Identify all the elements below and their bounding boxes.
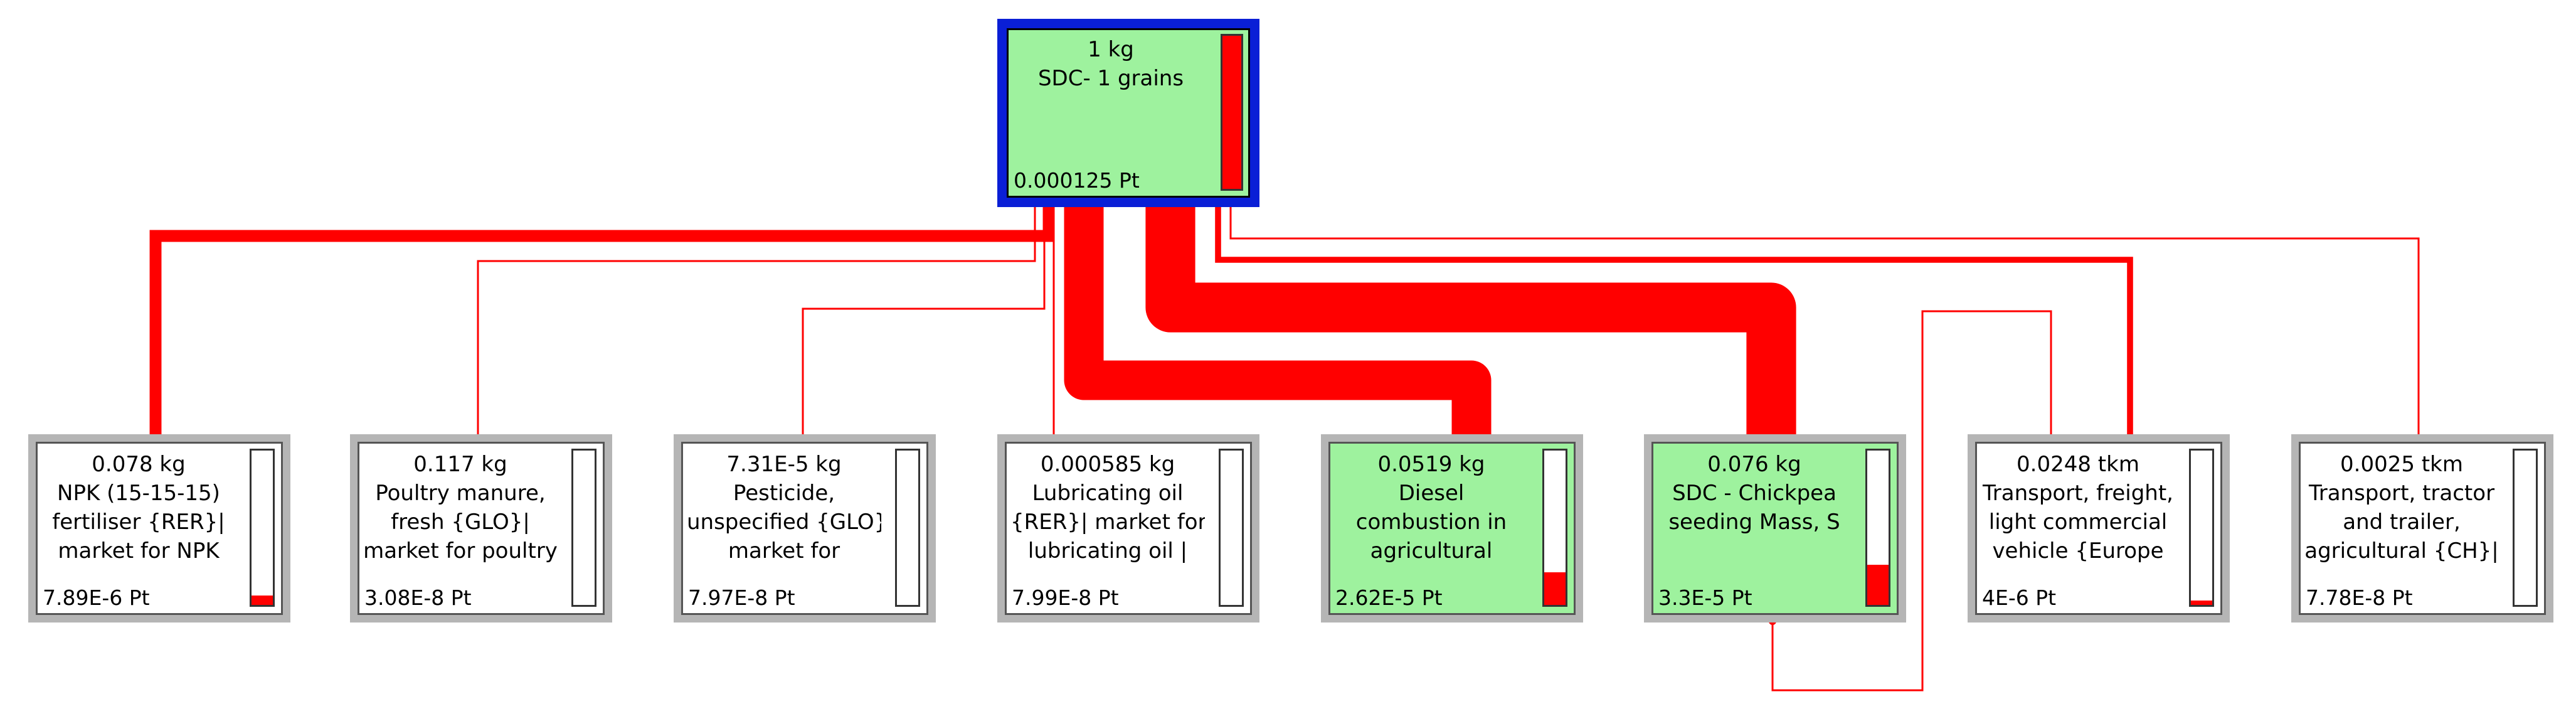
node-name-line-3: lubricating oil | (1027, 538, 1188, 564)
link-poultry-to-root (477, 198, 1036, 434)
link-pesticide-to-root (802, 198, 1046, 434)
node-score: 3.3E-5 Pt (1658, 585, 1752, 610)
node-name-line-2: unspecified {GLO}| (687, 510, 881, 535)
node-name-line-1: Transport, tractor (2308, 481, 2495, 506)
node-score-bar (2513, 449, 2538, 607)
process-node-npk[interactable]: 0.078 kg NPK (15-15-15) fertiliser {RER}… (28, 434, 290, 622)
node-amount: 0.117 kg (413, 452, 507, 477)
node-score-bar-fill (1867, 565, 1889, 605)
link-transport_tractor-to-root (1229, 198, 2420, 434)
root-process-node[interactable]: 1 kg SDC- 1 grains 0.000125 Pt (997, 19, 1259, 207)
process-node-chickpea-seeding[interactable]: 0.076 kg SDC - Chickpea seeding Mass, S … (1644, 434, 1906, 622)
node-score-bar (250, 449, 275, 607)
root-name-line-1: SDC- 1 grains (1037, 66, 1184, 91)
root-score-bar (1221, 34, 1243, 191)
root-node-body: 1 kg SDC- 1 grains 0.000125 Pt (1007, 28, 1250, 198)
node-amount: 0.0248 tkm (2017, 452, 2139, 477)
process-node-transport-light-commercial[interactable]: 0.0248 tkm Transport, freight, light com… (1968, 434, 2230, 622)
node-name-line-1: Diesel (1398, 481, 1465, 506)
link-transport_lcv-to-root (1215, 198, 2133, 434)
node-name-line-3: market for (728, 538, 840, 564)
node-amount: 0.0519 kg (1377, 452, 1485, 477)
node-name-line-2: fertiliser {RER}| (52, 510, 225, 535)
node-name-line-2: combustion in (1355, 510, 1507, 535)
node-score: 7.89E-6 Pt (43, 585, 150, 610)
process-node-transport-tractor[interactable]: 0.0025 tkm Transport, tractor and traile… (2291, 434, 2553, 622)
process-node-pesticide[interactable]: 7.31E-5 kg Pesticide, unspecified {GLO}|… (674, 434, 936, 622)
node-name-line-2: {RER}| market for (1010, 510, 1205, 535)
node-name-line-3: agricultural (1370, 538, 1493, 564)
node-name-line-3: market for poultry (363, 538, 558, 564)
link-chickpea-to-root (1145, 198, 1796, 434)
node-score-bar (2189, 449, 2214, 607)
node-score: 7.99E-8 Pt (1012, 585, 1119, 610)
node-score: 3.08E-8 Pt (364, 585, 472, 610)
node-body: 0.000585 kg Lubricating oil {RER}| marke… (1005, 442, 1252, 615)
node-amount: 0.076 kg (1707, 452, 1801, 477)
node-body: 0.078 kg NPK (15-15-15) fertiliser {RER}… (36, 442, 283, 615)
node-score: 7.78E-8 Pt (2306, 585, 2413, 610)
node-name-line-1: Lubricating oil (1032, 481, 1184, 506)
node-amount: 0.000585 kg (1040, 452, 1175, 477)
node-amount: 0.078 kg (92, 452, 186, 477)
node-name-line-2: light commercial (1988, 510, 2168, 535)
node-name-line-1: Poultry manure, (375, 481, 546, 506)
node-score: 4E-6 Pt (1982, 585, 2057, 610)
node-name-line-1: NPK (15-15-15) (57, 481, 220, 506)
process-node-lubricating-oil[interactable]: 0.000585 kg Lubricating oil {RER}| marke… (997, 434, 1259, 622)
node-body: 0.076 kg SDC - Chickpea seeding Mass, S … (1651, 442, 1899, 615)
node-score-bar-fill (252, 596, 273, 605)
node-name-line-2: fresh {GLO}| (391, 510, 530, 535)
node-name-line-1: Pesticide, (733, 481, 835, 506)
root-score-bar-fill (1222, 36, 1241, 189)
node-name-line-2: seeding Mass, S (1668, 510, 1840, 535)
node-score-bar (895, 449, 920, 607)
link-transport_lcv-to-chickpea (1771, 310, 2052, 692)
node-amount: 0.0025 tkm (2340, 452, 2463, 477)
node-score-bar-fill (1544, 572, 1566, 605)
node-name-line-3: market for NPK (58, 538, 220, 564)
node-score-bar (1219, 449, 1244, 607)
root-score: 0.000125 Pt (1014, 168, 1140, 193)
node-name-line-3: vehicle {Europe (1992, 538, 2164, 564)
node-score: 2.62E-5 Pt (1335, 585, 1443, 610)
node-body: 0.0248 tkm Transport, freight, light com… (1975, 442, 2222, 615)
root-amount: 1 kg (1088, 37, 1134, 62)
link-npk-to-root (149, 198, 1055, 434)
node-score-bar (571, 449, 596, 607)
process-node-diesel-combustion[interactable]: 0.0519 kg Diesel combustion in agricultu… (1321, 434, 1583, 622)
link-diesel-to-root (1064, 198, 1492, 434)
node-score-bar (1542, 449, 1567, 607)
node-body: 0.117 kg Poultry manure, fresh {GLO}| ma… (358, 442, 605, 615)
node-name-line-1: Transport, freight, (1983, 481, 2173, 506)
node-body: 0.0519 kg Diesel combustion in agricultu… (1328, 442, 1576, 615)
node-score-bar-fill (2191, 600, 2212, 605)
node-name-line-3: agricultural {CH}| (2304, 538, 2499, 564)
node-score: 7.97E-8 Pt (688, 585, 795, 610)
node-name-line-2: and trailer, (2343, 510, 2461, 535)
node-name-line-1: SDC - Chickpea (1672, 481, 1837, 506)
node-body: 0.0025 tkm Transport, tractor and traile… (2299, 442, 2546, 615)
node-amount: 7.31E-5 kg (726, 452, 842, 477)
node-score-bar (1865, 449, 1890, 607)
node-body: 7.31E-5 kg Pesticide, unspecified {GLO}|… (681, 442, 928, 615)
process-node-poultry[interactable]: 0.117 kg Poultry manure, fresh {GLO}| ma… (350, 434, 612, 622)
